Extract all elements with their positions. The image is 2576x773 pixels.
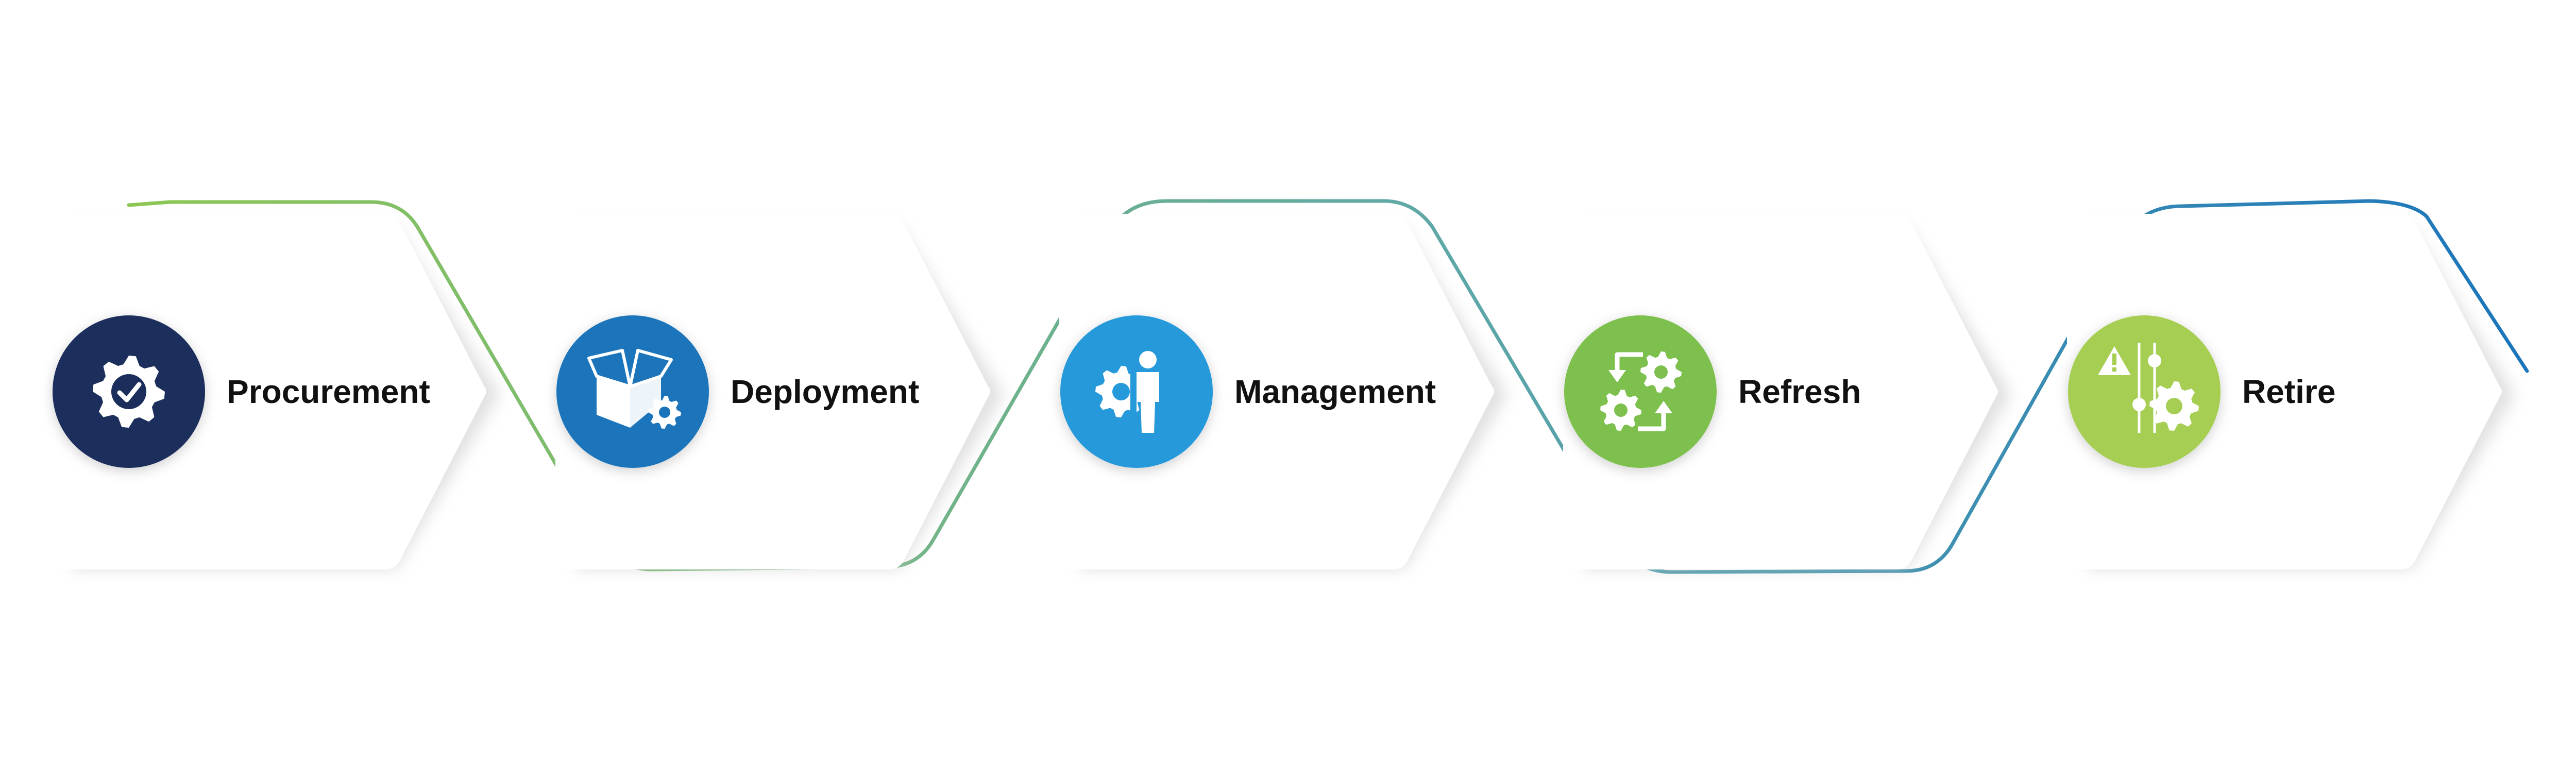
step-label: Retire xyxy=(2242,373,2335,410)
step-procurement: Procurement xyxy=(52,214,500,569)
chevron-shape xyxy=(1563,214,1998,569)
step-label: Management xyxy=(1234,373,1436,410)
step-management: Management xyxy=(1059,214,1507,569)
icon-circle xyxy=(1564,315,1717,468)
icon-circle xyxy=(2068,315,2221,468)
step-label: Procurement xyxy=(227,373,430,410)
chevron-shape xyxy=(52,214,486,569)
warning-sliders-gear-icon xyxy=(2098,343,2199,433)
refresh-gears-icon xyxy=(1600,351,1682,431)
step-label: Refresh xyxy=(1738,373,1861,410)
step-label: Deployment xyxy=(731,373,919,410)
open-box-gear-icon xyxy=(587,349,681,429)
gear-check-icon xyxy=(93,356,165,428)
chevron-shape xyxy=(555,214,990,569)
step-refresh: Refresh xyxy=(1563,214,2011,569)
chevron-shape xyxy=(1059,214,1494,569)
chevron-shape xyxy=(2067,214,2502,569)
person-gear-icon xyxy=(1095,351,1159,433)
step-deployment: Deployment xyxy=(555,214,1004,569)
step-retire: Retire xyxy=(2067,214,2515,569)
